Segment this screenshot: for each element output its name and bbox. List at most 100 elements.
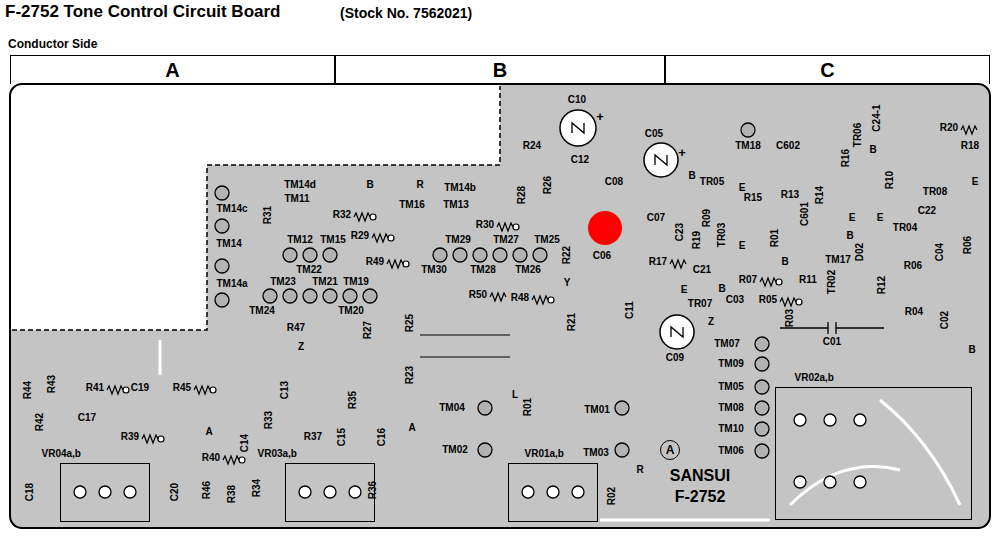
- component-label: TR06: [853, 123, 863, 147]
- component-label: C06: [593, 251, 611, 261]
- part-heading: VR04a,b: [42, 449, 81, 459]
- component-label: R16: [841, 149, 851, 167]
- component-label: TM26: [515, 265, 541, 275]
- component-label: R48: [511, 293, 529, 303]
- component-label: TM28: [470, 265, 496, 275]
- zone-letter: A: [666, 444, 675, 456]
- component-label: C601: [800, 202, 810, 226]
- component-label: R25: [405, 314, 415, 332]
- component-label: C21: [693, 265, 711, 275]
- component-label: R03: [785, 309, 795, 327]
- component-label: B: [688, 171, 695, 181]
- component-label: C23: [675, 223, 685, 241]
- component-label: R41: [86, 383, 104, 393]
- cutout-line: [12, 86, 500, 330]
- component-label: B: [718, 284, 725, 294]
- component-label: TM23: [270, 277, 296, 287]
- component-label: C15: [337, 428, 347, 446]
- component-label: R19: [692, 231, 702, 249]
- component-label: R18: [961, 141, 979, 151]
- component-label: TM30: [421, 265, 447, 275]
- circled-mark: A: [660, 440, 680, 460]
- component-label: R34: [252, 479, 262, 497]
- component-label: R12: [877, 276, 887, 294]
- component-label: R32: [333, 210, 351, 220]
- component-label: TM04: [439, 403, 465, 413]
- component-label: TM12: [287, 235, 313, 245]
- component-label: C11: [625, 301, 635, 319]
- component-label: TM15: [320, 235, 346, 245]
- component-label: R13: [781, 190, 799, 200]
- resistor-symbol: [107, 126, 977, 464]
- component-label: C09: [666, 353, 684, 363]
- component-label: +: [678, 146, 686, 159]
- component-label: Z: [708, 317, 714, 327]
- component-label: A: [408, 423, 415, 433]
- component-label: R21: [567, 313, 577, 331]
- component-label: R31: [263, 206, 273, 224]
- component-label: D02: [855, 243, 865, 261]
- component-label: R20: [940, 123, 958, 133]
- component-label: R27: [363, 321, 373, 339]
- copper-area: [10, 84, 990, 528]
- component-label: R01: [523, 398, 533, 416]
- component-label: TR04: [893, 223, 917, 233]
- component-label: R05: [759, 295, 777, 305]
- component-label: TR05: [700, 177, 724, 187]
- component-label: TM24: [249, 306, 275, 316]
- solder-pad: [123, 214, 802, 463]
- board-ground: [10, 84, 990, 528]
- component-label: B: [846, 231, 853, 241]
- component-label: TM14a: [216, 279, 247, 289]
- component-label: TM14b: [444, 183, 476, 193]
- component-label: R: [416, 180, 423, 190]
- component-label: TM09: [718, 359, 744, 369]
- component-label: C20: [170, 483, 180, 501]
- stock-number: (Stock No. 7562021): [340, 6, 472, 20]
- component-label: R23: [405, 366, 415, 384]
- component-label: R40: [202, 453, 220, 463]
- component-label: Y: [564, 278, 571, 288]
- component-label: C19: [131, 383, 149, 393]
- component-label: R10: [885, 171, 895, 189]
- potentiometer-outline: VR03a,b: [285, 463, 375, 522]
- component-label: R09: [702, 209, 712, 227]
- component-label: R36: [368, 481, 378, 499]
- potentiometer-pad: [74, 414, 866, 498]
- component-label: C05: [645, 129, 663, 139]
- component-label: C02: [940, 311, 950, 329]
- potentiometer-outline: VR04a,b: [60, 463, 150, 522]
- component-label: TM13: [443, 200, 469, 210]
- sheet-title: F-2752 Tone Control Circuit Board: [5, 3, 281, 22]
- component-label: TR02: [827, 270, 837, 294]
- component-label: C08: [605, 177, 623, 187]
- component-label: TM25: [534, 235, 560, 245]
- potentiometer-outline: VR02a,b: [775, 387, 972, 520]
- component-label: R: [636, 465, 643, 475]
- component-label: C01: [823, 337, 841, 347]
- grid-zone-cell: C: [665, 55, 990, 84]
- component-label: TM05: [718, 382, 744, 392]
- component-label: R11: [799, 275, 817, 285]
- component-label: R04: [905, 307, 923, 317]
- component-label: R01: [770, 229, 780, 247]
- zone-letter: B: [493, 60, 507, 80]
- component-label: C14: [240, 434, 250, 452]
- component-label: R07: [739, 275, 757, 285]
- component-label: C22: [918, 206, 936, 216]
- component-label: R06: [904, 261, 922, 271]
- part-heading: VR03a,b: [258, 449, 297, 459]
- component-label: E: [972, 177, 979, 187]
- component-label: Z: [298, 342, 304, 352]
- component-label: TR07: [688, 299, 712, 309]
- component-label: TM18: [735, 141, 761, 151]
- component-label: R26: [543, 176, 553, 194]
- component-label: C24-1: [872, 104, 882, 131]
- component-label: +: [596, 110, 604, 123]
- component-label: B: [968, 345, 975, 355]
- component-label: TM01: [584, 405, 610, 415]
- component-label: R42: [35, 413, 45, 431]
- component-label: TM21: [312, 277, 338, 287]
